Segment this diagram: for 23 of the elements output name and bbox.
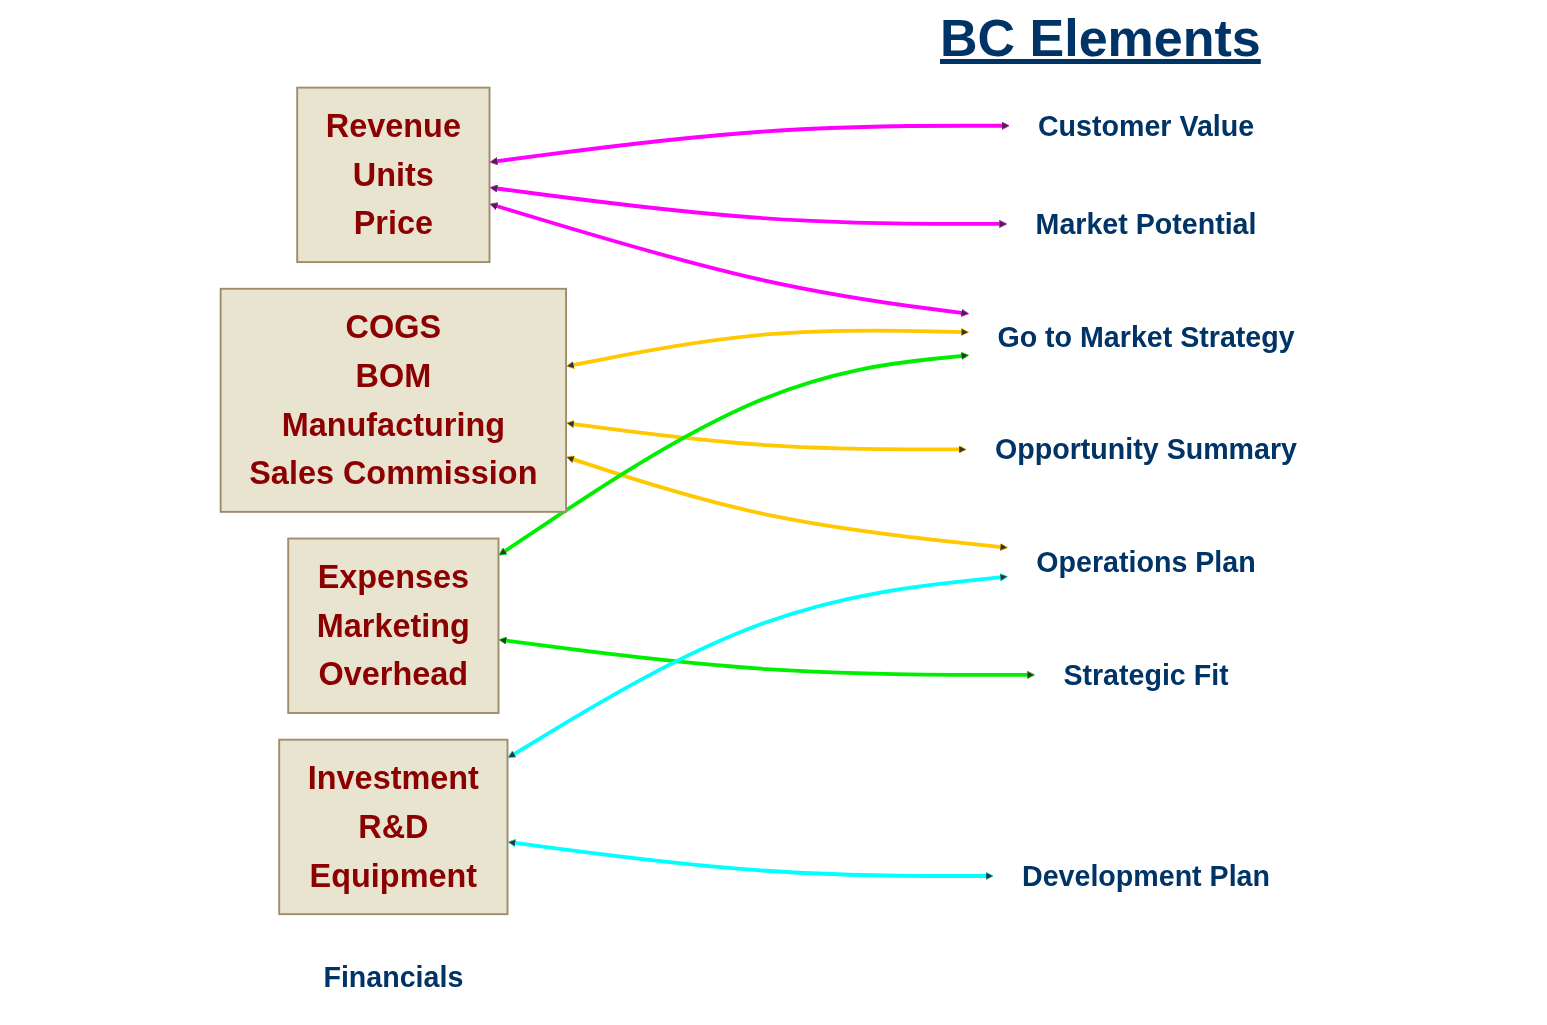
arrow [566,455,1009,552]
node-text: Operations Plan [1036,546,1257,578]
arrow [566,419,968,454]
arrow [489,121,1011,166]
arrow [489,202,970,317]
arrow [507,573,1009,759]
heading: BC Elements [940,8,1261,68]
arrow [566,327,970,369]
node-text: Market Potential [1035,208,1257,240]
arrow [489,184,1008,229]
node-box: COGS BOM Manufacturing Sales Commission [220,287,568,513]
node-text: Financials [323,960,464,993]
node-box: Revenue Units Price [296,86,491,264]
arrow [507,838,995,881]
node-text: Customer Value [1038,110,1255,142]
arrow [498,636,1036,680]
node-text: Development Plan [1022,860,1271,892]
node-box: Expenses Marketing Overhead [287,537,500,714]
node-text: Opportunity Summary [995,433,1298,466]
node-box: Investment R&D Equipment [278,738,509,916]
node-text: Go to Market Strategy [997,320,1296,353]
arrow [498,351,970,556]
node-text: Strategic Fit [1063,659,1230,691]
